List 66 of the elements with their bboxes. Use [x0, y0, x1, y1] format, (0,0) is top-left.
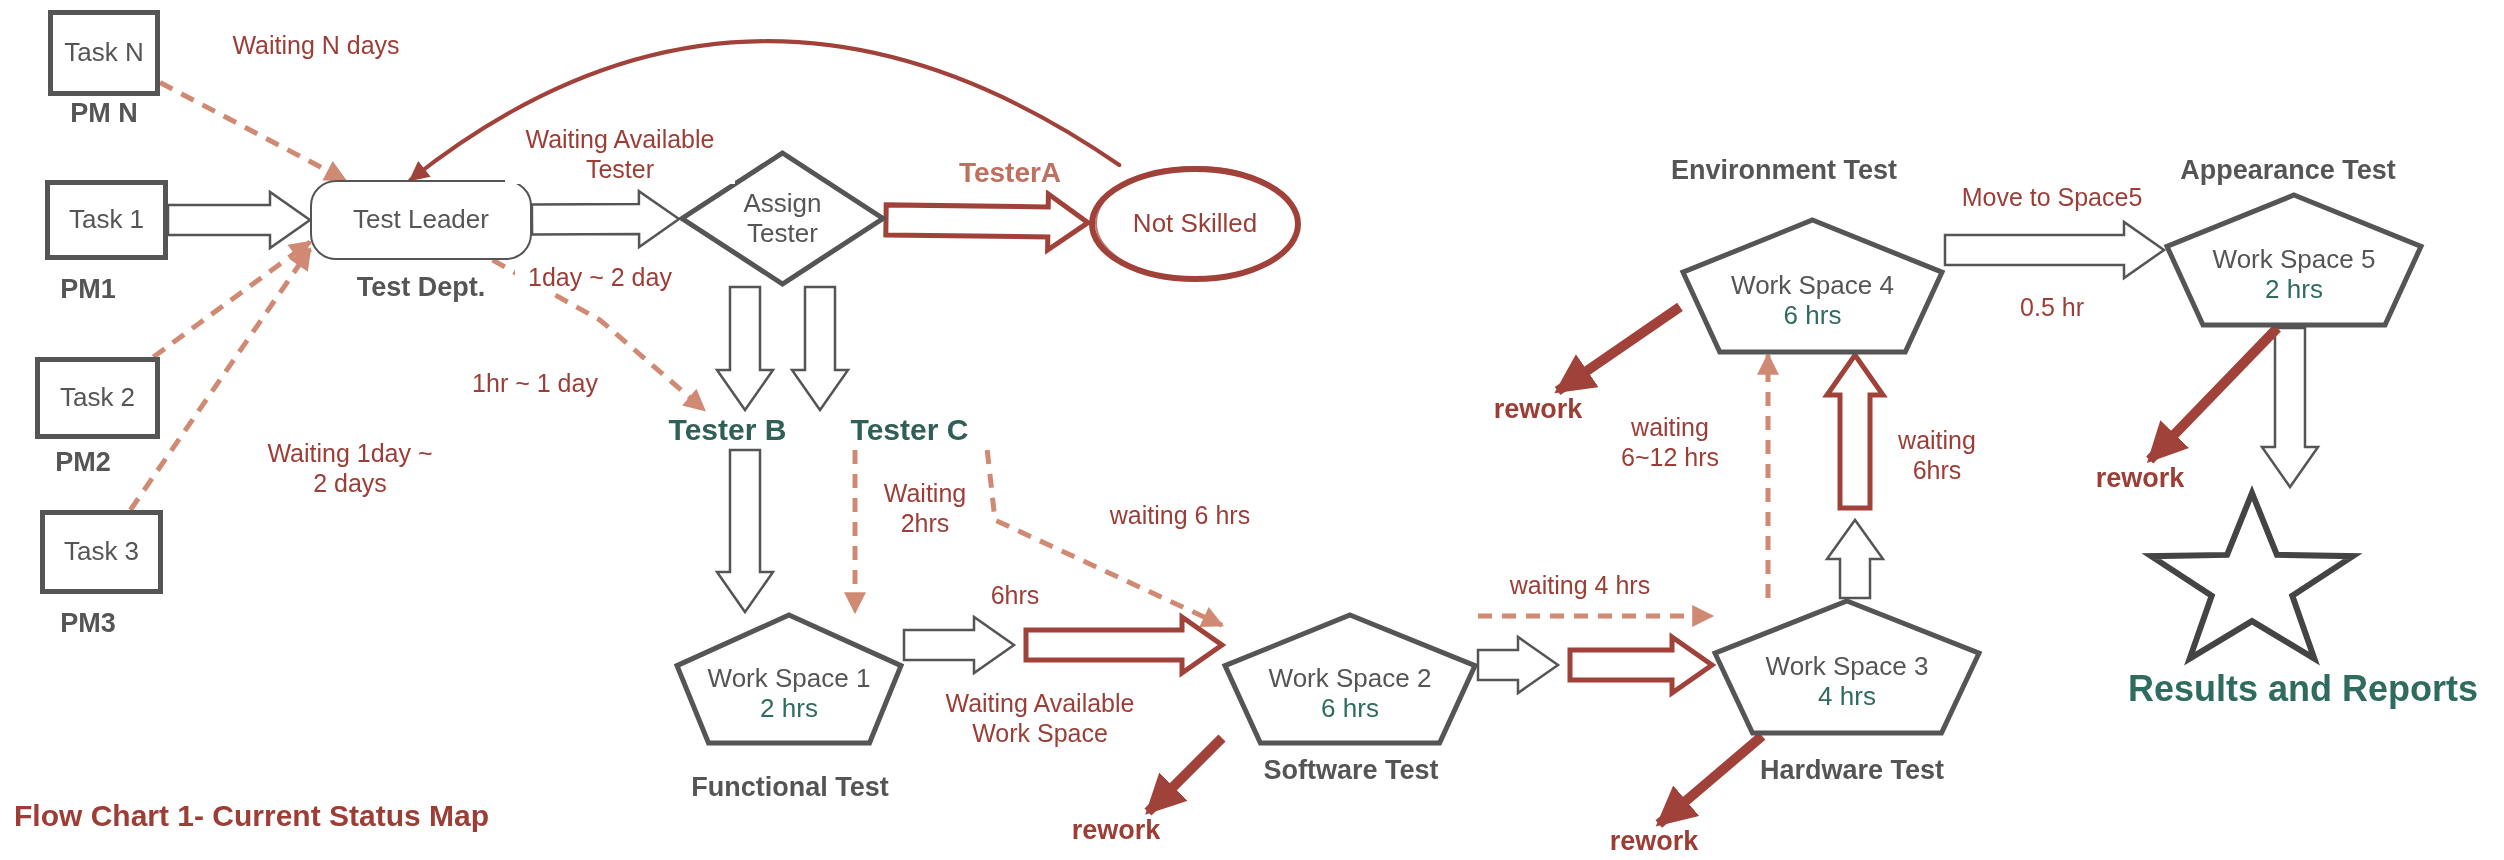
task-box — [35, 357, 160, 439]
block-arrow — [714, 285, 776, 413]
task-box — [40, 510, 163, 594]
node-caption: PM1 — [59, 274, 117, 305]
node-label: Task 1 — [68, 205, 145, 235]
node-label: Work Space 2 — [1268, 663, 1432, 694]
workspace-pentagon — [2164, 192, 2424, 328]
rework-arrow — [1554, 302, 1683, 396]
node-label: Not Skilled — [1132, 209, 1258, 239]
node-label: Assign Tester — [742, 188, 823, 249]
node-caption: PM N — [69, 98, 139, 129]
block-arrow — [1943, 219, 2167, 281]
block-arrow — [166, 189, 313, 251]
rework-label: rework — [2084, 460, 2196, 496]
node-label: Task 2 — [59, 383, 136, 413]
dashed-arrow — [984, 449, 1224, 628]
rework-arrow — [1144, 734, 1226, 816]
block-arrow — [2259, 326, 2321, 490]
duration-label: 2 hrs — [2265, 274, 2323, 305]
block-arrow — [530, 188, 682, 250]
task-box — [48, 10, 160, 96]
dashed-arrow — [1478, 605, 1715, 627]
workspace-pentagon — [1222, 612, 1478, 746]
block-arrow — [1476, 632, 1717, 698]
node-label: Work Space 1 — [707, 663, 871, 694]
node-label: Work Space 3 — [1765, 652, 1929, 683]
workspace-pentagon — [674, 612, 904, 746]
dashed-arrow — [151, 240, 312, 359]
task-box — [45, 180, 168, 260]
node-caption: Results and Reports — [2126, 668, 2480, 710]
duration-label: 4 hrs — [1818, 682, 1876, 713]
node-caption: PM2 — [54, 447, 112, 478]
decision-diamond — [679, 150, 886, 287]
node-caption: Software Test — [1262, 755, 1440, 786]
node-label: Work Space 5 — [2212, 245, 2376, 275]
highlight-ellipse — [1088, 165, 1302, 283]
rework-label: rework — [1598, 824, 1710, 858]
tester-label: Tester B — [650, 410, 805, 450]
node-caption: Environment Test — [1669, 155, 1898, 186]
node-label: Task 3 — [63, 537, 140, 567]
duration-label: 6 hrs — [1321, 693, 1379, 724]
dashed-arrow — [128, 247, 313, 512]
node-caption: Hardware Test — [1758, 755, 1946, 786]
dashed-arrow — [844, 450, 866, 615]
duration-label: 2 hrs — [760, 693, 818, 724]
node-caption: Appearance Test — [2179, 155, 2397, 186]
curved-arrow — [408, 39, 1122, 182]
node-label: Work Space 4 — [1731, 271, 1894, 302]
rework-label: rework — [1060, 812, 1172, 848]
block-arrow — [714, 448, 776, 615]
node-caption: Test Dept. — [355, 272, 487, 303]
node-caption: Functional Test — [690, 772, 890, 803]
tester-label: Tester C — [812, 410, 1007, 450]
rework-label: rework — [1482, 391, 1594, 427]
dashed-arrow — [158, 80, 348, 183]
duration-label: 6 hrs — [1783, 301, 1842, 332]
workspace-pentagon — [1712, 598, 1982, 736]
process-box — [310, 180, 532, 260]
node-label: Test Leader — [353, 205, 489, 235]
workspace-pentagon — [1680, 217, 1945, 355]
block-arrow — [902, 612, 1227, 678]
block-arrow — [789, 285, 851, 413]
dashed-arrow — [1757, 352, 1779, 598]
node-caption: PM3 — [59, 608, 117, 639]
node-label: Task N — [64, 38, 144, 68]
dashed-arrow — [491, 257, 706, 412]
